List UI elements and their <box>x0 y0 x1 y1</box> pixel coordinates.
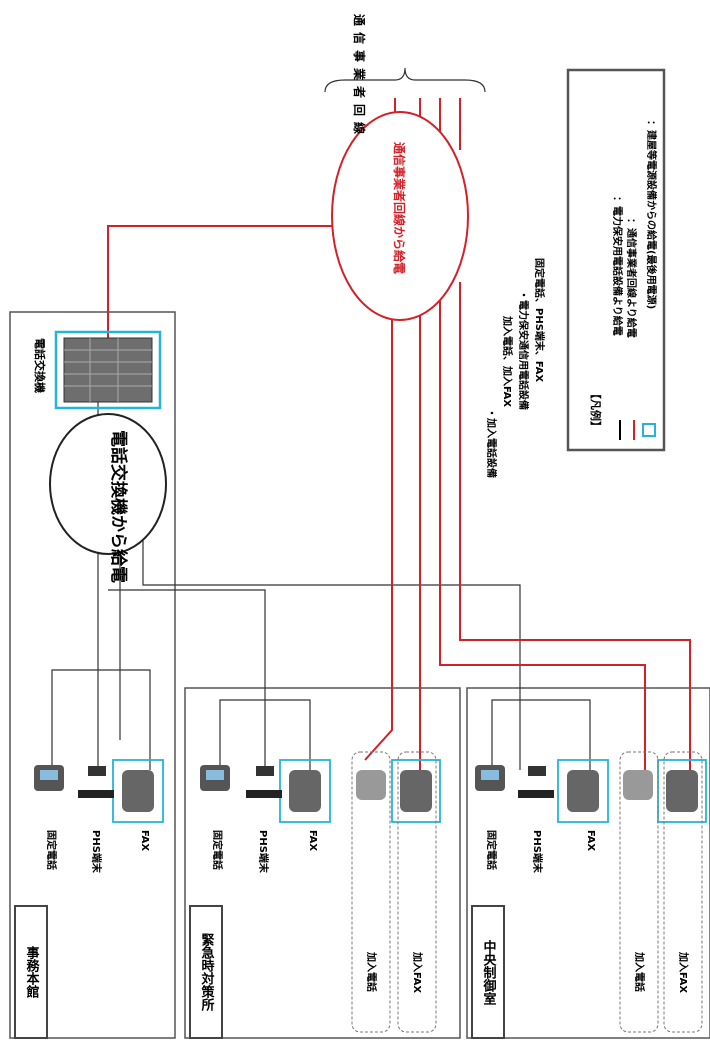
label-phs-main: PHS端末 <box>90 830 105 873</box>
label-phs-emergency: PHS端末 <box>257 830 272 873</box>
building-title-control: 中央制御室 <box>471 905 505 1039</box>
exchange-power-text: 電話交換機から給電 <box>108 430 128 583</box>
carrier-brace <box>325 68 485 92</box>
label-fixed-phone-main: 固定電話 <box>45 830 60 870</box>
label-subscriber-fax-emergency: 加入FAX <box>411 952 426 993</box>
label-fax-control: FAX <box>585 830 596 851</box>
phs-icon <box>528 766 546 776</box>
carrier-header: 通信事業者回線 <box>351 14 368 140</box>
label-fax-emergency: FAX <box>307 830 318 851</box>
legend-title: 【凡例】 <box>588 388 604 432</box>
legend-item-red: ：通信事業者回線より給電 <box>625 218 640 338</box>
note-line-1: ・加入電話設備 <box>485 408 500 478</box>
subscriber-fax-icon <box>400 770 432 812</box>
subscriber-phone-icon <box>356 770 386 800</box>
note-line-2: 加入電話、加入FAX <box>501 316 516 407</box>
label-subscriber-phone-emergency: 加入電話 <box>365 952 380 992</box>
label-phs-control: PHS端末 <box>531 830 546 873</box>
legend-item-black: ：電力保安用電話設備より給電 <box>611 196 626 336</box>
label-subscriber-fax-control: 加入FAX <box>677 952 692 993</box>
label-fixed-phone-emergency: 固定電話 <box>211 830 226 870</box>
subscriber-fax-icon <box>666 770 698 812</box>
fax-icon <box>289 770 321 812</box>
building-title-main: 事務本館 <box>14 905 48 1039</box>
phs-icon <box>256 766 274 776</box>
label-fixed-phone-control: 固定電話 <box>485 830 500 870</box>
building-title-emergency: 緊急時対策所 <box>189 905 223 1039</box>
exchange-icon <box>64 338 152 402</box>
note-line-3: ・電力保安通信用電話設備 <box>517 290 532 410</box>
label-fax-main: FAX <box>139 830 150 851</box>
phs-icon <box>88 766 106 776</box>
legend-item-blue: ：建屋等電源設備からの給電(最後用電源) <box>645 120 660 309</box>
exchange-label: 電話交換機 <box>32 338 48 393</box>
subscriber-phone-icon <box>623 770 653 800</box>
label-subscriber-phone-control: 加入電話 <box>633 952 648 992</box>
carrier-power-text: 通信事業者回線から給電 <box>391 142 408 274</box>
device-icons <box>34 765 698 812</box>
fax-icon <box>567 770 599 812</box>
note-line-4: 固定電話、PHS端末、FAX <box>533 258 548 382</box>
fax-icon <box>122 770 154 812</box>
